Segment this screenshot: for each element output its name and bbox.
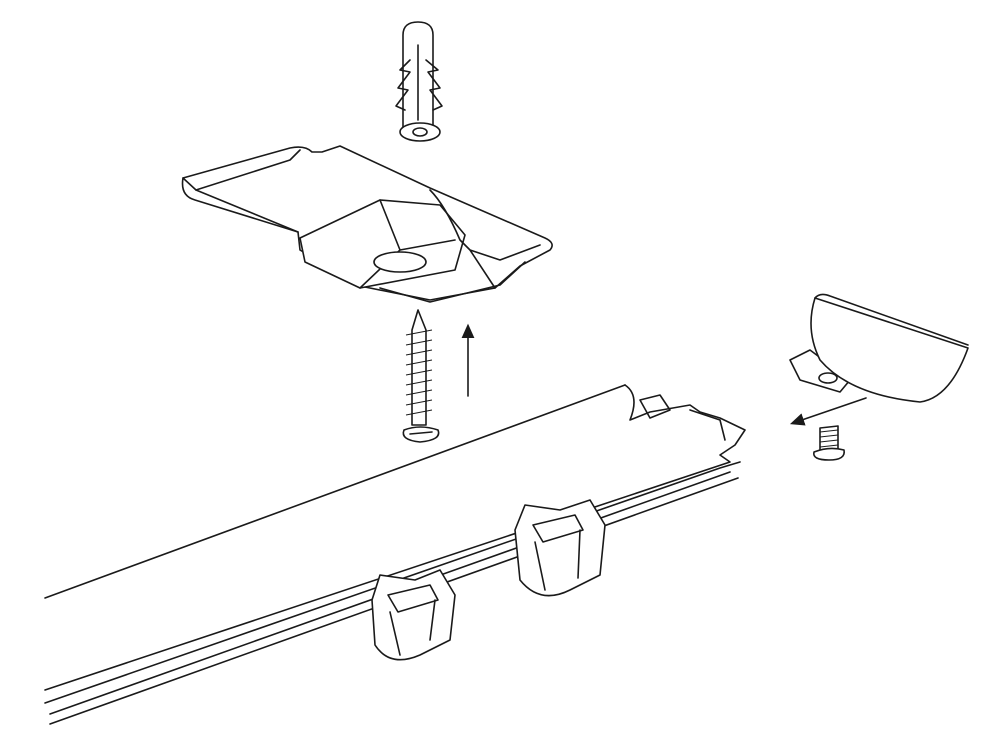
end-cap-screw [813,425,846,461]
wood-screw [402,309,440,443]
end-cap [789,293,969,403]
curtain-rail [44,384,746,725]
glider-hook [371,569,456,661]
arrow-left [789,397,867,426]
glider-hook [514,499,606,597]
bracket [181,145,553,303]
wall-plug [395,21,443,142]
